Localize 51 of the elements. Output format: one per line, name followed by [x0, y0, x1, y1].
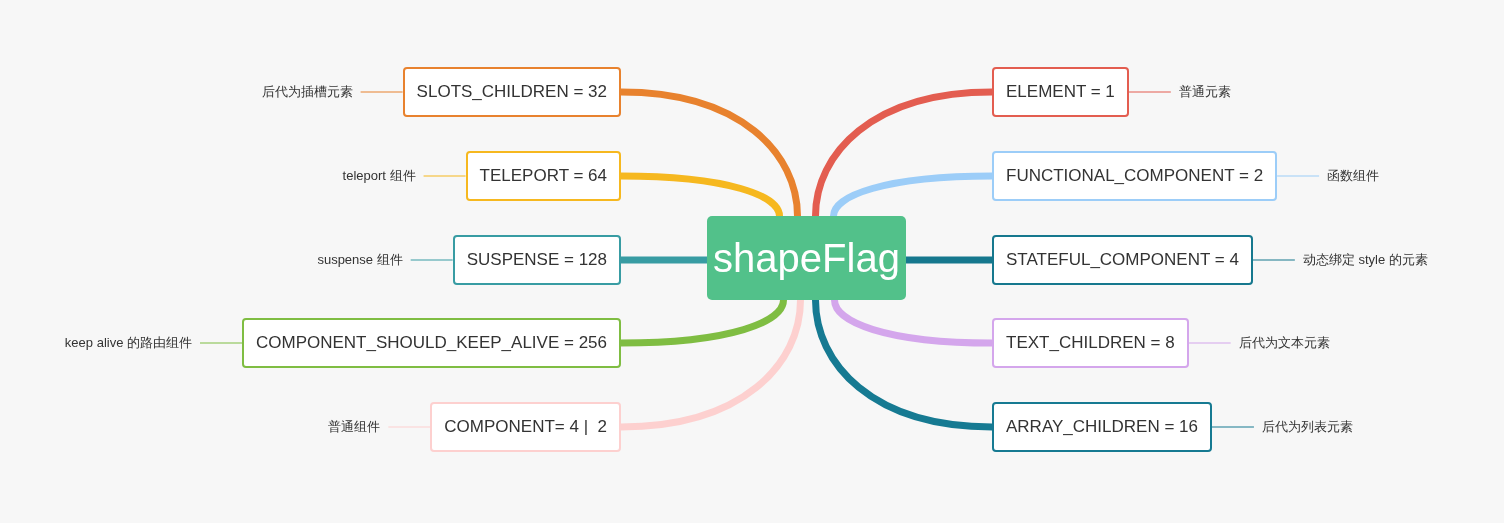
note-text: keep alive 的路由组件	[64, 335, 192, 351]
branch-line	[831, 299, 993, 347]
topic-box	[430, 402, 621, 452]
note-text: 函数组件	[1327, 168, 1380, 184]
topic-label: ELEMENT = 1	[1006, 82, 1115, 102]
topic-label: ARRAY_CHILDREN = 16	[1006, 417, 1198, 437]
leader-line	[410, 259, 454, 261]
topic-label: TEXT_CHILDREN = 8	[1006, 333, 1175, 353]
leader-line	[360, 91, 404, 93]
topic-box	[452, 235, 621, 285]
topic-box	[992, 235, 1253, 285]
note-text: 后代为列表元素	[1261, 419, 1353, 435]
branch-line	[620, 299, 787, 347]
note-text: 动态绑定 style 的元素	[1302, 252, 1428, 268]
leader-line	[199, 342, 243, 344]
leader-line	[1252, 259, 1296, 261]
leader-line	[1128, 91, 1172, 93]
topic-label: SLOTS_CHILDREN = 32	[416, 82, 607, 102]
leader-line	[1188, 342, 1232, 344]
branch-line	[620, 172, 783, 217]
note-text: 普通元素	[1178, 84, 1231, 100]
central-topic-label: shapeFlag	[713, 235, 900, 281]
topic-label: STATEFUL_COMPONENT = 4	[1006, 250, 1239, 270]
leader-line	[1211, 426, 1255, 428]
central-topic-box	[707, 216, 906, 300]
note-text: suspense 组件	[317, 252, 403, 268]
note-text: 后代为文本元素	[1238, 335, 1330, 351]
branch-line	[812, 88, 993, 217]
branch-line	[812, 299, 993, 431]
topic-label: SUSPENSE = 128	[466, 250, 607, 270]
topic-box	[992, 151, 1278, 201]
topic-box	[242, 318, 621, 368]
note-text: 后代为插槽元素	[261, 84, 353, 100]
leader-line	[422, 175, 467, 177]
branch-line	[620, 88, 801, 217]
topic-box	[992, 67, 1129, 117]
branch-line	[621, 256, 707, 264]
topic-box	[992, 318, 1189, 368]
topic-box	[992, 402, 1212, 452]
topic-box	[402, 67, 621, 117]
topic-label: COMPONENT= 4 | 2	[444, 417, 607, 437]
topic-label: COMPONENT_SHOULD_KEEP_ALIVE = 256	[256, 333, 607, 353]
branch-line	[906, 256, 992, 264]
note-text: teleport 组件	[342, 168, 416, 184]
branch-line	[830, 172, 993, 217]
leader-line	[1276, 175, 1320, 177]
note-text: 普通组件	[328, 419, 381, 435]
topic-box	[465, 151, 621, 201]
branch-line	[620, 299, 804, 431]
topic-label: TELEPORT = 64	[479, 166, 607, 186]
topic-label: FUNCTIONAL_COMPONENT = 2	[1006, 166, 1264, 186]
